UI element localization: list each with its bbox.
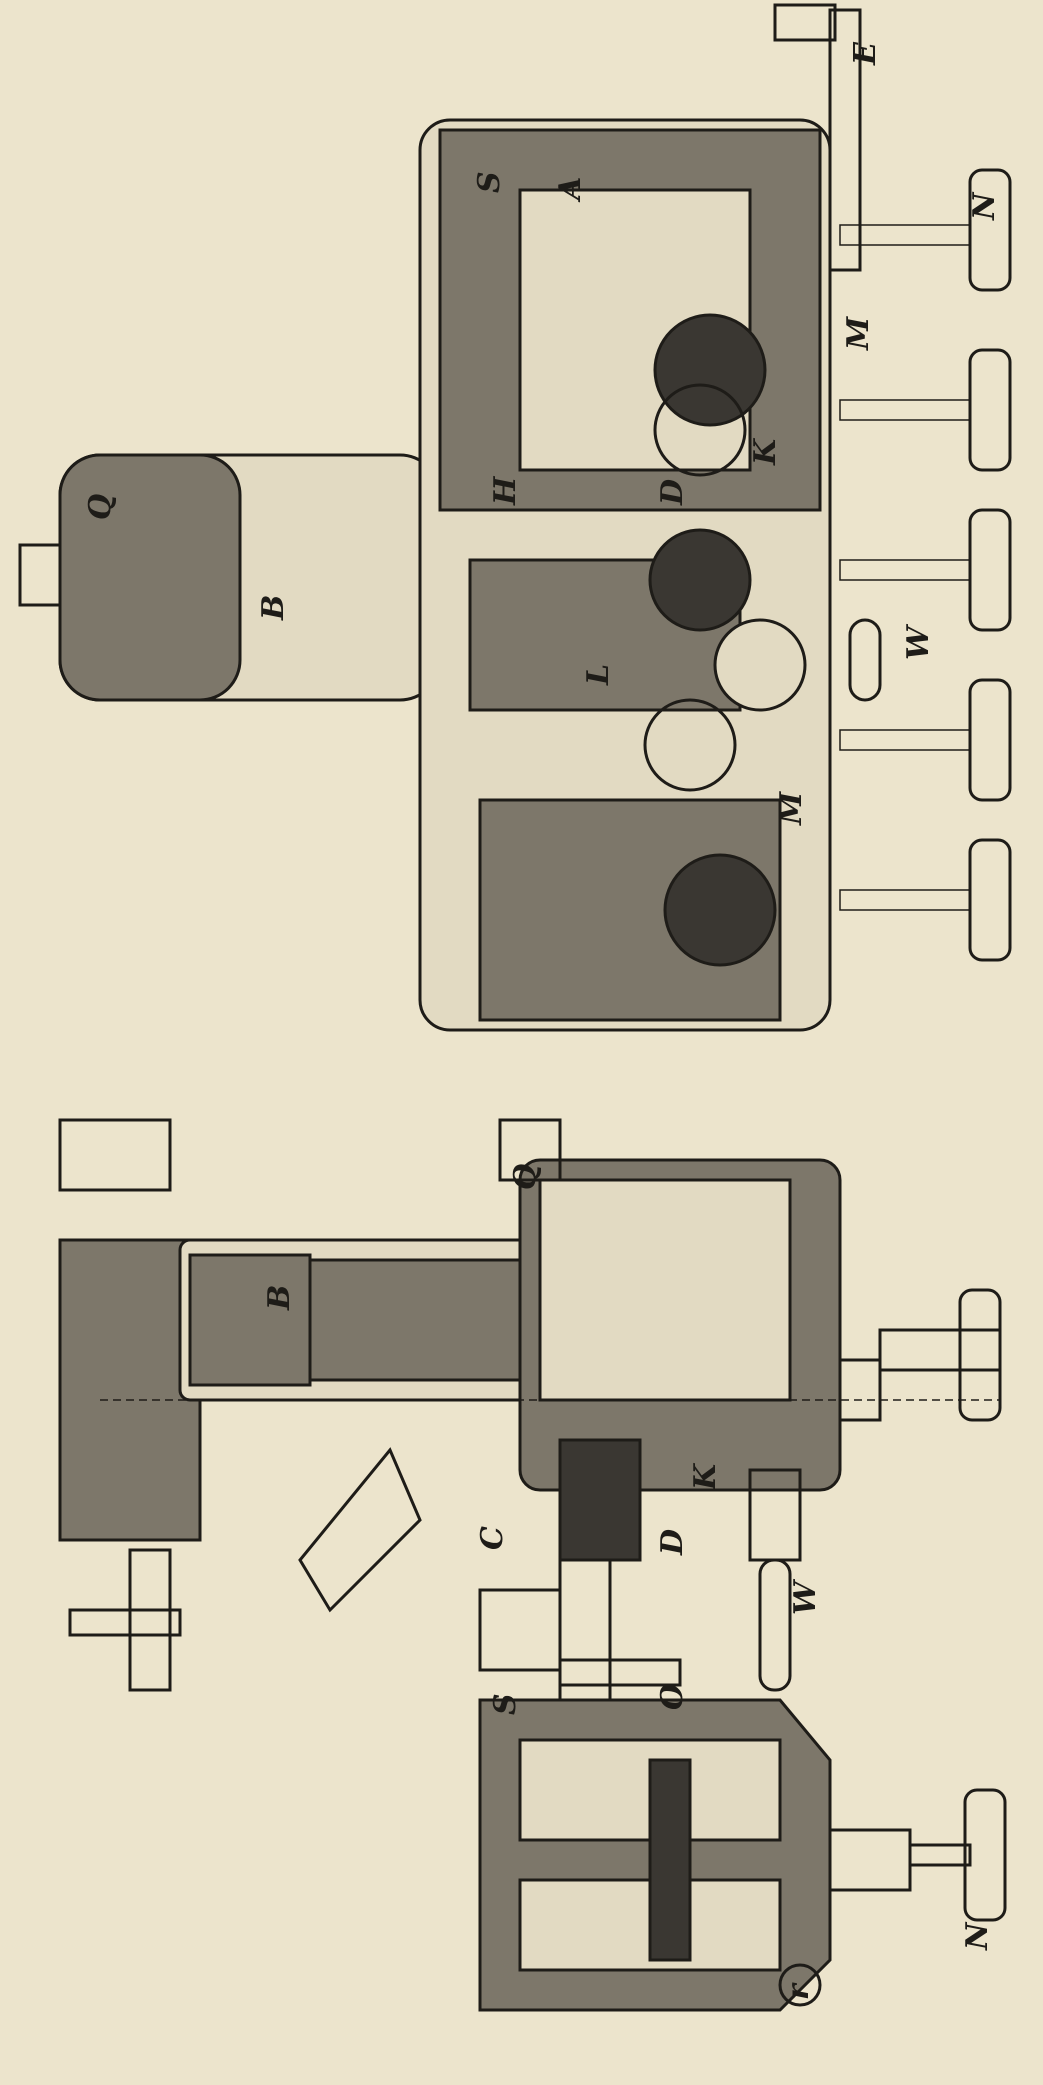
top-labels: S A E N M K D H Q B L W M <box>83 41 1002 826</box>
label-Q: Q <box>83 494 118 520</box>
label-W: W <box>901 623 936 660</box>
label-K: K <box>688 1462 723 1491</box>
label-N: N <box>960 1921 995 1951</box>
label-L: L <box>581 664 616 686</box>
label-Q: Q <box>508 1164 543 1190</box>
label-S: S <box>472 171 507 193</box>
top-assembly-drawing <box>18 3 1012 1032</box>
label-E: E <box>848 41 883 66</box>
label-S: S <box>488 1693 523 1715</box>
label-r: r <box>781 1982 816 2000</box>
label-M-2: M <box>774 791 809 826</box>
label-A: A <box>553 177 588 203</box>
handwheels-top <box>839 168 1012 962</box>
middle-labels: Q B C D K W <box>262 1164 823 1615</box>
label-H: H <box>488 475 523 506</box>
middle-section-drawing <box>58 1118 1002 1702</box>
label-M: M <box>841 316 876 351</box>
label-B: B <box>262 1285 297 1311</box>
label-D: D <box>655 479 690 506</box>
label-D: D <box>655 1529 690 1556</box>
label-B: B <box>256 595 291 621</box>
label-O: O <box>655 1684 690 1710</box>
label-W: W <box>788 1578 823 1615</box>
bottom-labels: S O N r <box>488 1684 995 2000</box>
label-K: K <box>748 437 783 466</box>
label-N: N <box>967 191 1002 221</box>
bottom-section-drawing <box>478 1588 1007 2012</box>
label-C: C <box>475 1526 510 1550</box>
